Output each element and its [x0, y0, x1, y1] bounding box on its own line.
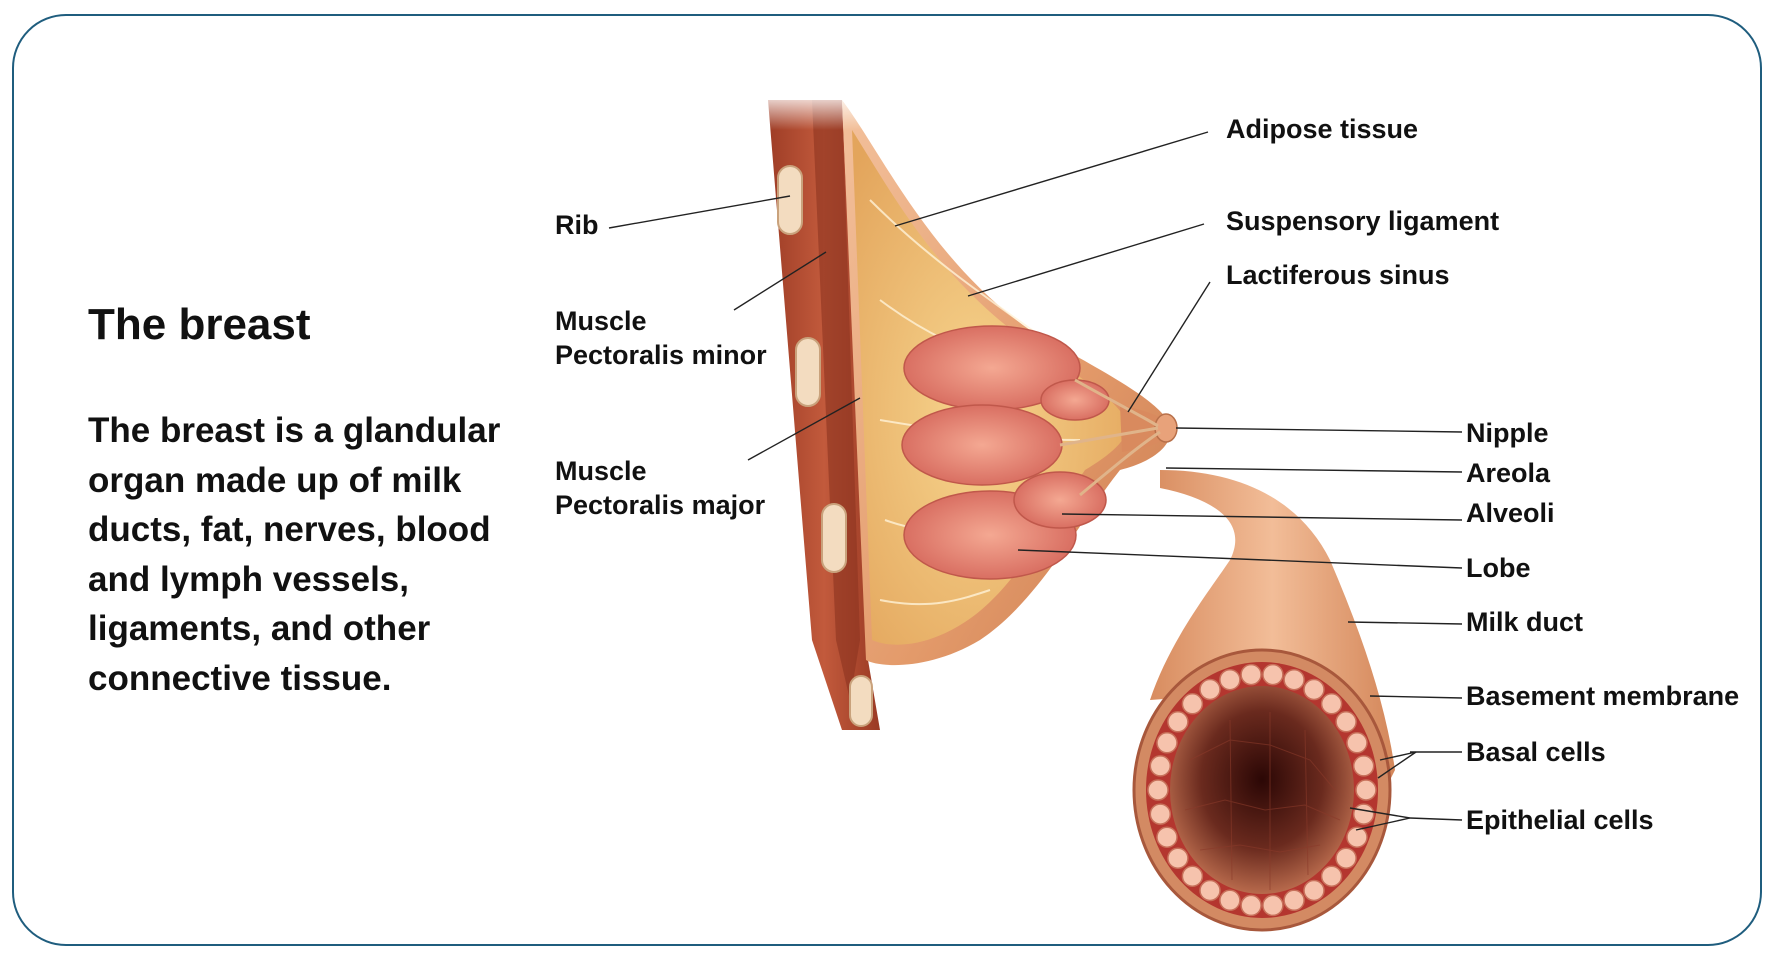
- leader-alveoli: [1061, 513, 1463, 521]
- alveoli-cluster: [1040, 379, 1110, 421]
- leader-milk-duct: [1347, 621, 1463, 625]
- breast-body: [760, 90, 1178, 666]
- epithelial-cell: [1156, 732, 1178, 754]
- rib-bone: [795, 337, 821, 407]
- chest-wall: [768, 100, 880, 730]
- epithelial-cell: [1219, 668, 1241, 691]
- label-alveoli: Alveoli: [1466, 498, 1555, 528]
- epithelial-cell: [1335, 711, 1357, 733]
- epithelial-cell: [1181, 693, 1204, 715]
- label-areola: Areola: [1466, 458, 1551, 488]
- epithelial-cell: [1355, 779, 1377, 801]
- top-fade: [760, 90, 900, 130]
- rib-bone: [777, 165, 803, 235]
- epithelial-cell: [1352, 803, 1375, 825]
- label-suspensory-ligament: Suspensory ligament: [1226, 206, 1499, 236]
- label-muscle-minor-1: Muscle: [555, 306, 647, 336]
- epithelial-cell: [1303, 879, 1325, 902]
- lactiferous-ducts: [1059, 378, 1161, 497]
- label-basal-cells: Basal cells: [1466, 737, 1606, 767]
- leader-lobe: [1017, 549, 1463, 569]
- label-lactiferous-sinus: Lactiferous sinus: [1226, 260, 1450, 290]
- lobe: [901, 404, 1063, 486]
- leader-basal-3: [1379, 751, 1417, 761]
- epithelial-cell: [1156, 826, 1178, 848]
- label-adipose-tissue: Adipose tissue: [1226, 114, 1418, 144]
- leader-rib: [608, 195, 791, 229]
- leader-lactiferous: [1127, 281, 1211, 413]
- epithelial-cell: [1262, 663, 1284, 686]
- leader-nipple: [1175, 427, 1463, 433]
- description-text: The breast is a glandular organ made up …: [88, 411, 501, 698]
- epithelial-cell: [1262, 894, 1284, 917]
- epithelial-cell: [1346, 732, 1368, 754]
- duct-lumen: [1170, 686, 1354, 894]
- epithelial-cell: [1199, 678, 1221, 701]
- leader-epithelial-1: [1409, 817, 1463, 821]
- epithelial-cell: [1199, 879, 1221, 902]
- epithelial-cell: [1320, 865, 1343, 887]
- leader-suspensory: [967, 223, 1205, 297]
- label-muscle-major-1: Muscle: [555, 456, 647, 486]
- pectoralis-minor-band: [812, 100, 860, 700]
- label-lobe: Lobe: [1466, 553, 1531, 583]
- epithelial-cell: [1320, 693, 1343, 715]
- rib-segments: [777, 165, 873, 727]
- leader-epithelial-2: [1355, 817, 1411, 831]
- epithelial-cell: [1283, 668, 1305, 691]
- milk-duct-cross-section: [1132, 470, 1395, 932]
- label-basement-membrane: Basement membrane: [1466, 681, 1739, 711]
- leader-muscle-major: [747, 397, 861, 461]
- label-rib: Rib: [555, 210, 599, 240]
- label-nipple: Nipple: [1466, 418, 1549, 448]
- label-milk-duct: Milk duct: [1466, 607, 1583, 637]
- page-title: The breast: [88, 300, 311, 349]
- epithelial-cell: [1149, 755, 1172, 777]
- leader-areola: [1165, 467, 1463, 473]
- rib-bone: [849, 675, 873, 727]
- epithelial-cell: [1346, 826, 1368, 848]
- leader-epithelial-3: [1349, 807, 1411, 819]
- alveoli-cluster: [1013, 471, 1107, 529]
- epithelial-cell: [1147, 779, 1169, 801]
- leader-lines: [608, 131, 1463, 831]
- epithelial-cell: [1167, 847, 1189, 869]
- epithelial-cell: [1181, 865, 1204, 887]
- label-epithelial-cells: Epithelial cells: [1466, 805, 1654, 835]
- nipple: [1154, 413, 1178, 443]
- rib-bone: [821, 503, 847, 573]
- epithelial-cell: [1149, 803, 1172, 825]
- epithelial-cell: [1283, 889, 1305, 912]
- epithelial-cell: [1240, 894, 1262, 917]
- epithelial-cell: [1167, 711, 1189, 733]
- leader-adipose: [894, 131, 1209, 227]
- epithelial-cell: [1219, 889, 1241, 912]
- leader-basal-2: [1377, 751, 1417, 779]
- label-muscle-minor-2: Pectoralis minor: [555, 340, 767, 370]
- label-muscle-major-2: Pectoralis major: [555, 490, 766, 520]
- epithelial-cell: [1335, 847, 1357, 869]
- lumen-cell-mesh: [1184, 712, 1341, 890]
- labels: Rib Muscle Pectoralis minor Muscle Pecto…: [555, 114, 1739, 835]
- epithelial-cell: [1240, 663, 1262, 686]
- areola: [1120, 405, 1172, 452]
- leader-basement: [1369, 695, 1463, 699]
- epithelial-cells: [1147, 663, 1377, 917]
- leader-muscle-minor: [733, 251, 827, 311]
- epithelial-cell: [1303, 678, 1325, 701]
- epithelial-cell: [1352, 755, 1375, 777]
